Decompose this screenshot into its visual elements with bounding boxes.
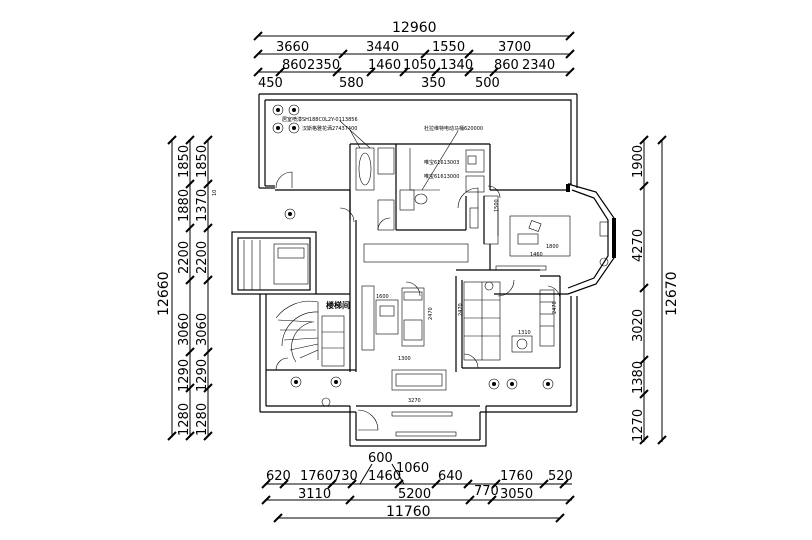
dim-left-outer-2: 1880: [177, 189, 192, 222]
dim-total-left: 12660: [156, 271, 172, 316]
note-wall-paint: 居室喷漆SH188C0L2Y-0113856: [282, 116, 358, 123]
dim-bottom-row2-1: 3110: [298, 487, 331, 502]
dim-right-2: 4270: [631, 229, 646, 262]
stair-room-label: 楼梯间: [326, 300, 350, 310]
dim-top-row2-6: 860: [494, 58, 519, 73]
dim-bottom-row1-7: 1760: [500, 469, 533, 484]
dim-label-4: 2470: [458, 303, 464, 316]
dim-right-1: 1900: [631, 145, 646, 178]
dim-left-outer-6: 1280: [177, 403, 192, 436]
note-shower: 汉斯格雅花洒27437400: [302, 125, 357, 132]
dim-label-1: 1500: [494, 199, 500, 212]
dim-bottom-row2-2: 5200: [398, 487, 431, 502]
dim-top-row2-7: 2340: [522, 58, 555, 73]
walls: [231, 93, 616, 447]
right-dimensions: 1900 4270 3020 1380 1270 12670: [631, 135, 680, 445]
dim-bottom-row1-3: 730: [333, 469, 358, 484]
dim-top-row1-4: 3700: [498, 40, 531, 55]
dim-top-row3-4: 500: [475, 76, 500, 91]
dim-label-10: 3270: [408, 398, 421, 404]
annotations: 居室喷漆SH188C0L2Y-0113856 汉斯格雅花洒27437400 杜拉…: [282, 116, 559, 404]
dim-left-inner-5: 1290: [195, 359, 210, 392]
dim-bottom-row2-4: 3050: [500, 487, 533, 502]
dim-left-outer-1: 1850: [177, 145, 192, 178]
fixtures: [243, 104, 609, 437]
dim-left-small: 10: [212, 190, 218, 196]
left-dimensions: 12660 1850 1880 2200 3060 1290 1280 1850…: [156, 135, 218, 441]
dim-left-outer-3: 2200: [177, 241, 192, 274]
dim-total-right: 12670: [664, 271, 680, 316]
dim-bottom-row1-8: 520: [548, 469, 573, 484]
dim-label-3: 1460: [530, 252, 543, 258]
dim-top-row2-5: 1340: [440, 58, 473, 73]
dim-top-row1-2: 3440: [366, 40, 399, 55]
note-toilet: 杜拉维特电动马桶620000: [424, 125, 483, 132]
dim-left-inner-1: 1850: [195, 145, 210, 178]
dim-left-inner-2: 1370: [195, 189, 210, 222]
dim-bottom-row1-2: 1760: [300, 469, 333, 484]
note-sink-2: 唯宝61613000: [424, 173, 459, 180]
dim-left-outer-4: 3060: [177, 313, 192, 346]
dim-bottom-row2-3: 770: [474, 484, 499, 499]
bottom-dimensions: 600 620 1760 730 1060 1460 640 1760 520 …: [261, 451, 575, 523]
dim-left-inner-4: 3060: [195, 313, 210, 346]
top-dimensions: 12960 3660 3440 1550 3700 860 2350 1460 …: [253, 20, 575, 91]
dim-top-row2-2: 2350: [307, 58, 340, 73]
dim-label-5: 2470: [552, 301, 558, 314]
dim-bottom-row1-6: 640: [438, 469, 463, 484]
dim-top-row3-3: 350: [421, 76, 446, 91]
dim-bottom-extra: 600: [368, 451, 393, 466]
dim-label-8: 2470: [428, 307, 434, 320]
dim-right-3: 3020: [631, 309, 646, 342]
dim-left-inner-3: 2200: [195, 241, 210, 274]
dim-top-row2-3: 1460: [368, 58, 401, 73]
dim-top-row1-1: 3660: [276, 40, 309, 55]
note-sink-1: 唯宝61613003: [424, 159, 459, 166]
dim-label-6: 1310: [518, 330, 531, 336]
dim-total-top: 12960: [392, 20, 437, 36]
dim-top-row3-2: 580: [339, 76, 364, 91]
dim-bottom-row1-4: 1060: [396, 461, 429, 476]
dim-bottom-row1-1: 620: [266, 469, 291, 484]
dim-label-2: 1800: [546, 244, 559, 250]
dim-left-outer-5: 1290: [177, 359, 192, 392]
dim-top-row2-4: 1050: [403, 58, 436, 73]
dim-right-5: 1270: [631, 409, 646, 442]
dim-left-inner-6: 1280: [195, 403, 210, 436]
dim-total-bottom: 11760: [386, 504, 431, 520]
dim-bottom-row1-5: 1460: [368, 469, 401, 484]
dim-top-row1-3: 1550: [432, 40, 465, 55]
dim-label-7: 1600: [376, 294, 389, 300]
dim-label-9: 1300: [398, 356, 411, 362]
dim-top-row2-1: 860: [282, 58, 307, 73]
dim-top-row3-1: 450: [258, 76, 283, 91]
dim-right-4: 1380: [631, 361, 646, 394]
